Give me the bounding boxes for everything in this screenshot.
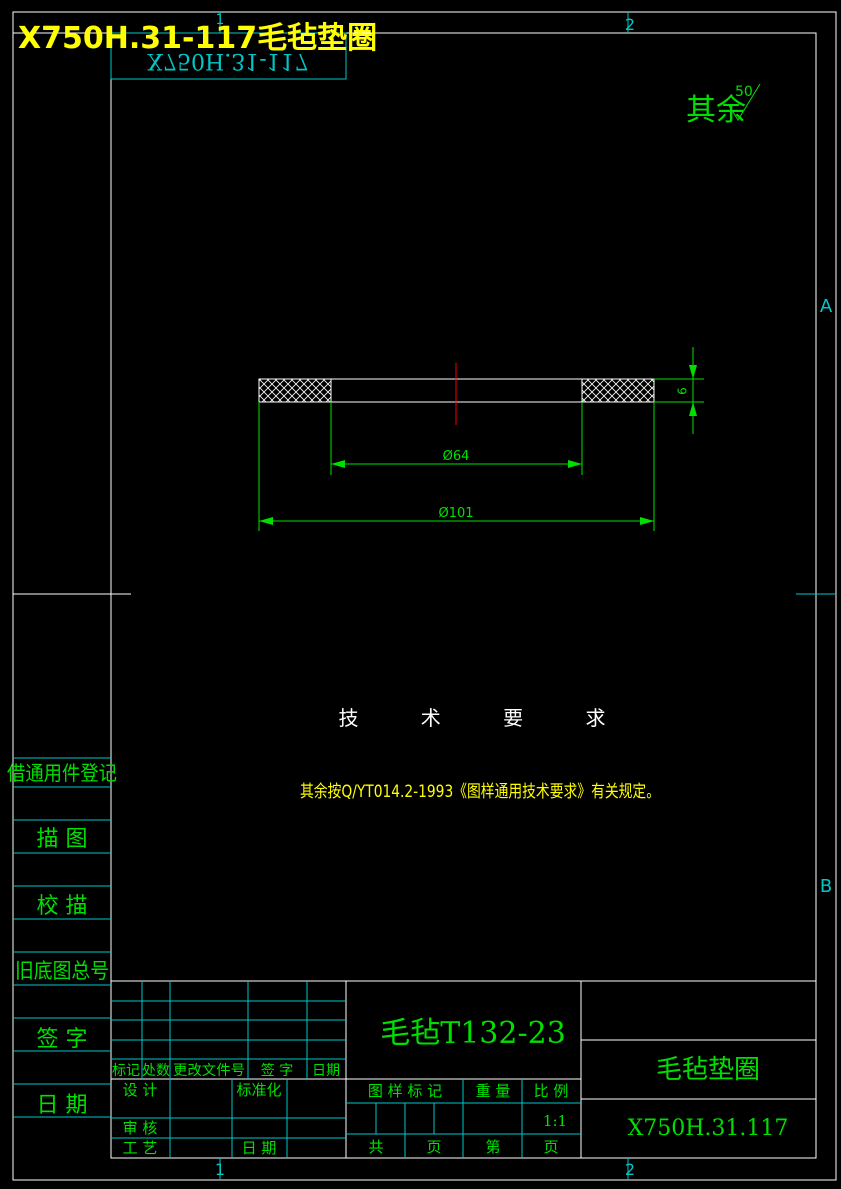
outer-border	[12, 11, 837, 1181]
roughness-label: 其余	[686, 93, 746, 128]
zone-label-bottom-1: 1	[215, 1160, 225, 1179]
pattern-mark-label: 图 样 标 记	[368, 1082, 442, 1100]
rev-header: 处数	[142, 1063, 170, 1079]
inner-border	[110, 32, 817, 1159]
roughness-value: 50	[735, 84, 753, 100]
arrow-up	[689, 402, 697, 416]
design-label: 设 计	[123, 1081, 158, 1099]
drawing-number: X750H.31.117	[628, 1116, 789, 1141]
section-left-hatch	[258, 378, 332, 403]
rev-header: 标记	[112, 1063, 140, 1079]
dim-outer-text: Ø101	[438, 506, 473, 521]
page2-label: 页	[543, 1138, 558, 1156]
zone-label-top-2: 2	[625, 15, 635, 34]
left-col-item: 描 图	[37, 827, 88, 852]
arrow-down	[689, 365, 697, 379]
tech-req-heading: 技 术 要 求	[338, 706, 633, 730]
scale-value: 1:1	[543, 1112, 567, 1130]
left-col-item: 日 期	[37, 1093, 88, 1118]
mirrored-code-box	[110, 32, 347, 80]
arrow-left	[259, 517, 273, 525]
date-label: 日 期	[242, 1139, 277, 1157]
title-block-grid	[111, 980, 816, 1158]
zone-label-top-1: 1	[216, 12, 225, 28]
tech-req-text: 其余按Q/YT014.2-1993《图样通用技术要求》有关规定。	[300, 782, 660, 802]
material-spec: 毛毡T132-23	[380, 1016, 566, 1051]
left-col-item: 借通用件登记	[7, 761, 117, 785]
arrow-left	[331, 460, 345, 468]
title-overlay: X750H.31-117毛毡垫圈	[18, 21, 377, 56]
left-column	[13, 757, 111, 1118]
weight-label: 重 量	[476, 1082, 511, 1100]
mirrored-code: X750H.31-117	[147, 48, 308, 73]
arrow-right	[640, 517, 654, 525]
standardize-label: 标准化	[236, 1081, 281, 1099]
sheet-label: 第	[485, 1138, 500, 1156]
section-right-hatch	[581, 378, 655, 403]
scale-label: 比 例	[534, 1082, 569, 1100]
zone-label-b: B	[820, 876, 832, 897]
roughness-symbol	[727, 83, 761, 121]
rev-header: 更改文件号	[173, 1063, 245, 1079]
left-col-item: 签 字	[37, 1027, 88, 1052]
zone-label-bottom-2: 2	[625, 1160, 635, 1179]
total-label: 共	[368, 1138, 383, 1156]
dim-thickness-text: 6	[676, 387, 690, 395]
zone-label-a: A	[820, 296, 833, 317]
rev-header: 日期	[312, 1063, 340, 1079]
page-label: 页	[426, 1138, 441, 1156]
process-label: 工 艺	[123, 1139, 158, 1157]
rev-header: 签 字	[261, 1062, 293, 1079]
arrow-right	[568, 460, 582, 468]
part-name: 毛毡垫圈	[656, 1055, 760, 1085]
left-col-item: 旧底图总号	[15, 959, 109, 983]
dim-inner-text: Ø64	[443, 449, 470, 464]
review-label: 审 核	[123, 1119, 158, 1137]
left-col-item: 校 描	[37, 894, 88, 919]
